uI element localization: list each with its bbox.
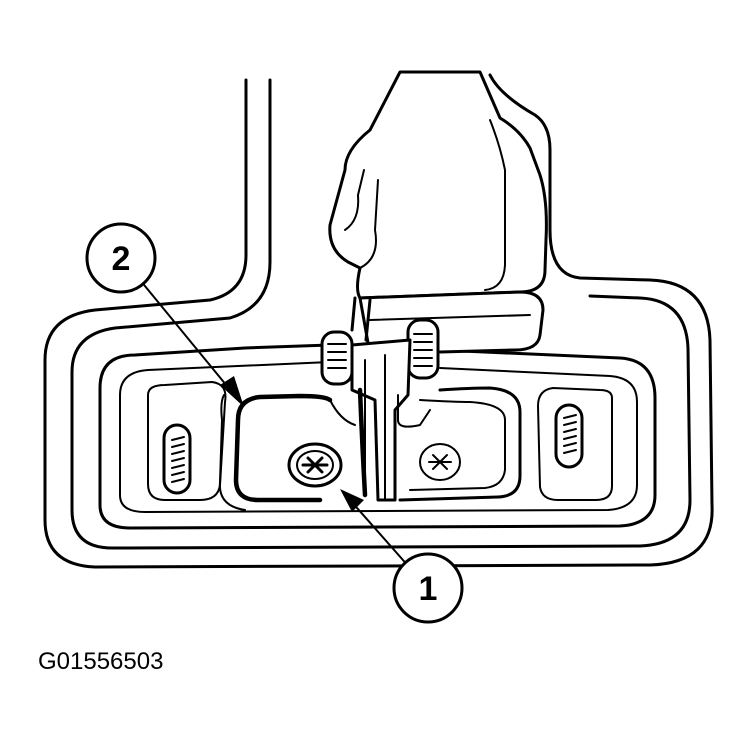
callout-2-label: 2 <box>112 240 131 278</box>
callout-2: 2 <box>85 222 157 294</box>
panel-recess <box>98 343 657 530</box>
callout-1-label: 1 <box>419 570 438 608</box>
figure-code: G01556503 <box>38 648 163 675</box>
arrow-icon <box>220 376 244 407</box>
callout-1-leader <box>349 499 411 569</box>
panel-outer-outline <box>43 73 714 569</box>
callout-1: 1 <box>392 552 464 624</box>
latch-bolt <box>287 442 343 488</box>
callout-2-leader <box>139 279 237 398</box>
left-slot <box>162 423 192 495</box>
right-slot <box>554 403 584 469</box>
arrow-icon <box>340 489 364 512</box>
latch-body <box>320 70 548 502</box>
right-bolt <box>419 443 461 481</box>
latch-outline <box>233 393 333 503</box>
